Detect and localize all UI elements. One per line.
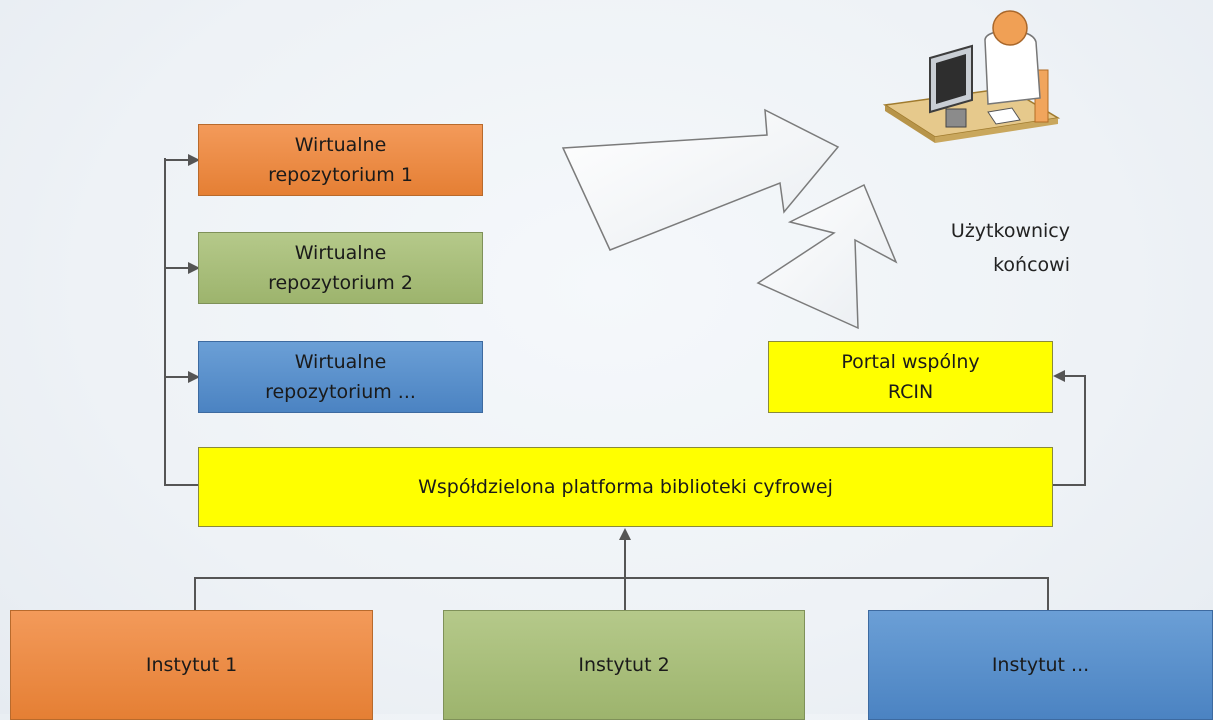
platform-box[interactable]: Współdzielona platforma biblioteki cyfro… [198,447,1053,527]
end-users-line1: Użytkownicy [950,220,1070,242]
flow-arrow-portal-to-user [756,183,898,330]
institute-2[interactable]: Instytut 2 [443,610,805,720]
repo-3-line1: Wirtualne [294,351,387,373]
platform-label: Współdzielona platforma biblioteki cyfro… [418,476,833,498]
end-users-line2: końcowi [993,254,1070,276]
institute-2-label: Instytut 2 [578,654,670,676]
repo-1-line1: Wirtualne [294,134,387,156]
arrow-to-portal [1053,370,1086,486]
institute-1[interactable]: Instytut 1 [10,610,373,720]
portal-line1: Portal wspólny [841,351,980,373]
platform-to-repos-bus [164,158,198,486]
institute-3-label: Instytut ... [991,654,1090,676]
end-users-label: Użytkownicy końcowi [880,214,1070,282]
repo-2-line2: repozytorium 2 [268,272,413,294]
institute-1-label: Instytut 1 [145,654,238,676]
repo-2-line1: Wirtualne [294,242,387,264]
repo-3-line2: repozytorium ... [265,381,416,403]
end-user-icon [882,10,1061,143]
virtual-repository-3[interactable]: Wirtualne repozytorium ... [198,341,483,413]
portal-box[interactable]: Portal wspólny RCIN [768,341,1053,413]
flow-arrow-repos-to-user [561,108,840,251]
portal-line2: RCIN [887,381,934,403]
repo-1-line2: repozytorium 1 [268,164,413,186]
virtual-repository-1[interactable]: Wirtualne repozytorium 1 [198,124,483,196]
institute-3[interactable]: Instytut ... [868,610,1213,720]
institutes-bus [194,577,1049,610]
virtual-repository-2[interactable]: Wirtualne repozytorium 2 [198,232,483,304]
